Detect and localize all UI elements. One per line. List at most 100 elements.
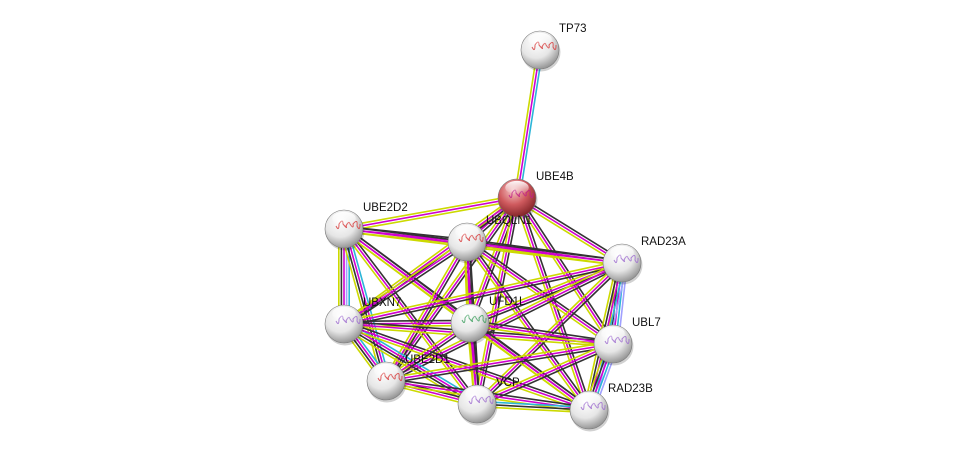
edge-ufd1l-rad23b[interactable] bbox=[467, 320, 592, 413]
edge-ube4b-ube2d2[interactable] bbox=[343, 194, 518, 233]
edge-evidence-coexpression bbox=[467, 238, 623, 262]
edge-evidence-coexpression bbox=[518, 196, 616, 344]
edge-evidence-text bbox=[383, 240, 466, 381]
edge-evidence-experiments bbox=[469, 322, 590, 411]
node-ube2d2[interactable]: UBE2D2 bbox=[324, 202, 408, 251]
edge-evidence-experiments bbox=[343, 322, 471, 325]
edge-evidence-coexpression bbox=[517, 195, 624, 262]
node-highlight bbox=[601, 326, 625, 341]
edge-evidence-coexpression bbox=[468, 239, 615, 343]
edge-ubqln1-ube2d1[interactable] bbox=[383, 240, 470, 383]
node-highlight bbox=[455, 224, 479, 239]
node-ube4b[interactable]: UBE4B bbox=[497, 171, 574, 220]
edge-evidence-text bbox=[343, 194, 517, 228]
edge-ubl7-ube2d1[interactable] bbox=[385, 340, 614, 385]
node-label: UBE2D1 bbox=[405, 354, 450, 366]
node-ube2d1[interactable]: UBE2D1 bbox=[366, 354, 450, 403]
edge-evidence-coexpression bbox=[478, 198, 521, 405]
edge-evidence-text bbox=[341, 195, 516, 323]
edge-ufd1l-ubl7[interactable] bbox=[469, 319, 614, 348]
edge-evidence-experiments bbox=[385, 241, 468, 382]
edge-ubqln1-ubxn7[interactable] bbox=[342, 239, 469, 327]
edge-evidence-text bbox=[469, 324, 613, 348]
edge-evidence-text bbox=[344, 199, 518, 233]
edge-evidence-experiments bbox=[343, 262, 623, 325]
node-highlight bbox=[458, 305, 482, 320]
edge-evidence-experiments bbox=[343, 197, 518, 230]
edge-evidence-experiments bbox=[343, 197, 518, 325]
edge-evidence-text bbox=[339, 229, 384, 383]
edge-evidence-experiments bbox=[385, 343, 614, 382]
edge-evidence-text bbox=[466, 243, 622, 267]
node-vcp[interactable]: VCP bbox=[457, 377, 520, 426]
edge-evidence-text bbox=[513, 49, 539, 198]
node-label: UBL7 bbox=[632, 317, 661, 329]
edge-evidence-text bbox=[341, 230, 476, 407]
edge-rad23a-ube2d1[interactable] bbox=[384, 259, 624, 385]
edge-evidence-coexpression bbox=[345, 226, 480, 403]
edge-tp73-ube4b[interactable] bbox=[513, 49, 544, 199]
node-label: RAD23A bbox=[641, 236, 686, 248]
edge-ubqln1-rad23a[interactable] bbox=[466, 238, 623, 267]
edge-evidence-text bbox=[342, 325, 589, 414]
edge-evidence-coexpression bbox=[470, 319, 614, 343]
node-tp73[interactable]: TP73 bbox=[520, 23, 587, 72]
node-label: UBXN7 bbox=[363, 297, 401, 309]
edge-ube2d2-vcp[interactable] bbox=[341, 226, 480, 407]
node-ubl7[interactable]: UBL7 bbox=[593, 317, 661, 366]
edge-evidence-coexpression bbox=[471, 320, 592, 409]
edge-evidence-experiments bbox=[516, 197, 590, 411]
edge-evidence-text bbox=[385, 340, 613, 380]
edge-evidence-experiments bbox=[476, 262, 623, 405]
edge-evidence-coexpression bbox=[343, 319, 470, 323]
node-highlight bbox=[374, 363, 398, 378]
node-label: UBE2D2 bbox=[363, 202, 408, 214]
node-ufd1l[interactable]: UFD1L bbox=[450, 296, 526, 345]
edge-evidence-text bbox=[467, 324, 588, 413]
edge-evidence-experiments bbox=[343, 228, 478, 405]
edge-evidence-coexpression bbox=[341, 229, 386, 382]
edge-evidence-coexpression bbox=[386, 345, 614, 385]
edge-ubqln1-rad23b[interactable] bbox=[464, 240, 592, 412]
edge-evidence-text bbox=[468, 259, 622, 322]
edge-evidence-experiments bbox=[516, 49, 541, 199]
edge-ube4b-rad23a[interactable] bbox=[515, 195, 624, 266]
node-highlight bbox=[332, 211, 356, 226]
edge-evidence-text bbox=[515, 199, 622, 266]
node-label: VCP bbox=[496, 377, 520, 389]
edge-evidence-experiments bbox=[516, 197, 623, 264]
edge-evidence-coexpression bbox=[344, 243, 469, 327]
edge-evidence-experiments bbox=[343, 323, 590, 411]
node-ubqln1[interactable]: UBQLN1 bbox=[447, 215, 532, 264]
node-highlight bbox=[465, 386, 489, 401]
edge-evidence-coexpression bbox=[468, 240, 592, 409]
node-label: UBE4B bbox=[536, 171, 574, 183]
edge-evidence-text bbox=[343, 259, 622, 323]
edge-evidence-experiments bbox=[466, 241, 590, 411]
node-highlight bbox=[505, 180, 529, 195]
edge-evidence-coexpression bbox=[344, 264, 623, 328]
node-highlight bbox=[577, 392, 601, 407]
edge-evidence-coexpression bbox=[477, 345, 615, 408]
edge-evidence-experiments bbox=[385, 197, 518, 382]
node-highlight bbox=[528, 32, 552, 47]
edge-evidence-coexpression bbox=[387, 199, 520, 383]
edge-layer bbox=[337, 49, 628, 414]
node-label: RAD23B bbox=[608, 383, 653, 395]
node-rad23a[interactable]: RAD23A bbox=[602, 236, 686, 285]
edge-evidence-text bbox=[475, 340, 613, 403]
edge-evidence-databases bbox=[345, 319, 480, 402]
edge-ube4b-ubl7[interactable] bbox=[514, 196, 616, 346]
node-label: TP73 bbox=[559, 23, 587, 35]
edge-evidence-experiments bbox=[385, 262, 623, 382]
edge-evidence-experiments bbox=[516, 197, 614, 345]
node-label: UFD1L bbox=[489, 296, 526, 308]
edge-evidence-experiments bbox=[469, 322, 614, 345]
node-rad23b[interactable]: RAD23B bbox=[569, 383, 653, 432]
edge-evidence-coexpression bbox=[387, 242, 470, 383]
node-ubxn7[interactable]: UBXN7 bbox=[324, 297, 401, 346]
edge-rad23a-ubxn7[interactable] bbox=[343, 259, 623, 328]
